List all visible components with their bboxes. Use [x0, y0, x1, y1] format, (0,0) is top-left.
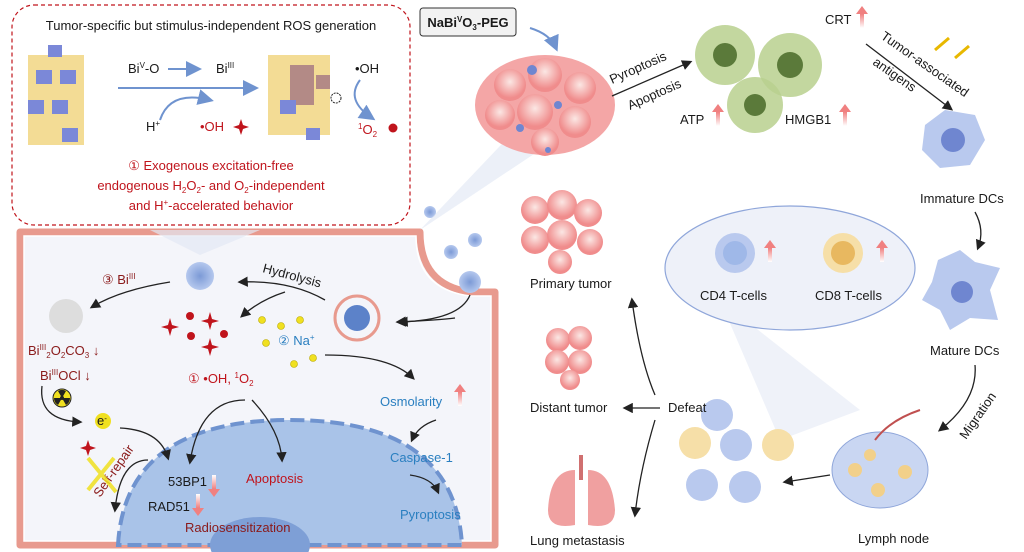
immature-dc	[922, 110, 985, 168]
lung-metastasis-label: Lung metastasis	[530, 533, 625, 548]
mature-dcs-label: Mature DCs	[930, 343, 1000, 358]
tumor-cell: ③ BiIII Hydrolysis ② Na+ BiIII2O2CO3 ↓ B…	[16, 228, 499, 552]
bi-iii-release-label: ③ BiIII	[102, 272, 136, 287]
svg-text:NaBiVO3-PEG: NaBiVO3-PEG	[427, 15, 508, 32]
endosome	[333, 294, 381, 342]
nucleus	[115, 417, 465, 547]
primary-tumor-label: Primary tumor	[530, 276, 612, 291]
ros-symbols	[161, 312, 228, 356]
lymph-node-label: Lymph node	[858, 531, 929, 546]
up-arrow-icon	[839, 104, 851, 112]
internalized-nanoparticle	[344, 305, 370, 331]
hmgb1-label: HMGB1	[785, 112, 831, 127]
defeat-label: Defeat	[668, 400, 707, 415]
osmolarity-label: Osmolarity	[380, 394, 443, 409]
zoom-cone	[420, 125, 540, 230]
cd8-label: CD8 T-cells	[815, 288, 882, 303]
primary-tumor	[521, 190, 603, 274]
bi-iii-label: BiIII	[216, 61, 234, 76]
electron-label: e-	[97, 413, 107, 428]
bi-precipitate-particle	[49, 299, 83, 333]
mature-dc	[922, 250, 1000, 330]
antigen-icons	[934, 36, 970, 60]
sodium-label: ② Na+	[278, 333, 315, 348]
immature-dcs-label: Immature DCs	[920, 191, 1004, 206]
pyroptosis-label: Pyroptosis	[607, 48, 669, 87]
bi-v-o-label: BiV-O	[128, 61, 159, 76]
cell-pyroptosis-label: Pyroptosis	[400, 507, 461, 522]
up-arrow-icon	[712, 104, 724, 112]
lymph-node	[831, 409, 929, 509]
sodium-ions	[258, 316, 317, 368]
t-cell-oval: CD4 T-cells CD8 T-cells	[664, 205, 916, 331]
down-arrow-icon	[192, 508, 204, 516]
up-arrow-icon	[856, 6, 868, 14]
panel-title: Tumor-specific but stimulus-independent …	[46, 18, 376, 33]
dying-tumor-cells	[695, 25, 822, 133]
hydroxyl-radical-icon	[233, 119, 249, 135]
biocl-label: BiIIIOCl ↓	[40, 368, 91, 383]
degrading-nanoparticle	[186, 262, 214, 290]
radical-icon	[80, 440, 96, 456]
t-cells-group	[679, 399, 794, 503]
hydroxyl-label-right: •OH	[355, 61, 379, 76]
53bp1-label: 53BP1	[168, 474, 207, 489]
down-arrow-icon	[208, 489, 220, 497]
up-arrow-icon	[876, 240, 888, 248]
ros-generation-panel: Tumor-specific but stimulus-independent …	[11, 4, 411, 226]
migration-label: Migration	[956, 389, 999, 441]
nanoparticle-label: NaBiVO3-PEG	[419, 7, 517, 37]
singlet-oxygen-label: 1O2	[358, 122, 378, 139]
lung-icon	[548, 455, 615, 526]
cd4-label: CD4 T-cells	[700, 288, 767, 303]
crystal-structure-right	[268, 55, 342, 140]
blocked-cross-icon	[86, 456, 118, 494]
radiosensitization-label: Radiosensitization	[185, 520, 291, 535]
tumor-with-nanoparticles	[475, 55, 615, 156]
hydroxyl-label: •OH	[200, 119, 224, 134]
rad51-label: RAD51	[148, 499, 190, 514]
radiation-icon	[52, 388, 72, 408]
immune-apoptosis-label: Apoptosis	[625, 76, 684, 113]
apoptosis-label: Apoptosis	[246, 471, 304, 486]
h-plus-label: H+	[146, 119, 160, 134]
crt-label: CRT	[825, 12, 852, 27]
caption-line-1: ① Exogenous excitation-free	[128, 158, 294, 173]
atp-label: ATP	[680, 112, 704, 127]
singlet-oxygen-icon	[388, 123, 398, 133]
caspase-label: Caspase-1	[390, 450, 453, 465]
caption-line-3: and H+-accelerated behavior	[129, 198, 294, 213]
bi2o2co3-label: BiIII2O2CO3 ↓	[28, 343, 99, 360]
distant-tumor-label: Distant tumor	[530, 400, 608, 415]
crystal-structure-left	[28, 45, 84, 145]
nucleolus	[210, 517, 310, 552]
distant-tumor	[545, 326, 592, 390]
caption-line-2: endogenous H2O2- and O2-independent	[97, 178, 325, 195]
nanoparticles-stream	[424, 206, 482, 293]
electron-icon	[95, 413, 111, 429]
up-arrow-icon	[454, 384, 466, 392]
up-arrow-icon	[764, 240, 776, 248]
ros-label: ① •OH, 1O2	[188, 371, 254, 388]
